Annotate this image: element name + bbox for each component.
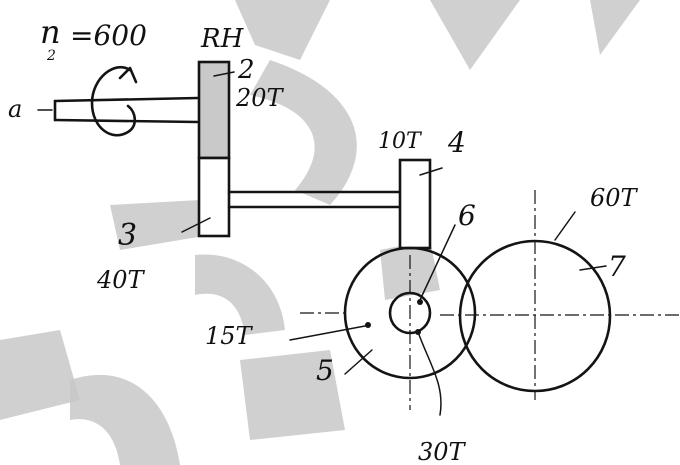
gear-6 (388, 224, 456, 416)
gear2-teeth: 20T (235, 84, 285, 112)
gear2-number: 2 (237, 55, 255, 85)
gear-4 (398, 158, 443, 250)
gear-5 (289, 246, 477, 380)
gear6-number: 6 (458, 199, 476, 232)
gear-2 (197, 60, 235, 160)
speed-subscript: 2 (46, 48, 56, 64)
gear5-contact-dot (365, 322, 371, 328)
gear3-number: 3 (118, 218, 137, 253)
gear6-contact-dot (417, 299, 423, 305)
gear4-number: 4 (447, 126, 466, 159)
gear3-teeth: 40T (96, 266, 146, 294)
countershaft (227, 190, 402, 209)
gear6-teeth-dot (415, 329, 421, 335)
gear7-number: 7 (608, 250, 626, 283)
input-shaft-label: a (8, 95, 22, 123)
center-lines (300, 190, 680, 410)
gear5-teeth: 15T (205, 322, 254, 350)
gear4-teeth: 10T (378, 129, 423, 154)
gear5-number: 5 (316, 354, 334, 387)
input-shaft (37, 96, 200, 124)
rotation-arrow-icon (90, 65, 138, 137)
gear-7 (458, 211, 612, 393)
labels: n 2 =600 RH a 2 20T 3 40T 10T 4 60T 7 6 … (8, 13, 639, 465)
speed-value: =600 (70, 19, 147, 52)
rotation-hand-label: RH (200, 24, 245, 54)
gear-3 (181, 156, 231, 238)
gear6-teeth: 30T (418, 438, 467, 465)
speed-symbol: n (40, 13, 61, 51)
watermark (0, 0, 640, 465)
gear7-teeth: 60T (590, 184, 639, 212)
